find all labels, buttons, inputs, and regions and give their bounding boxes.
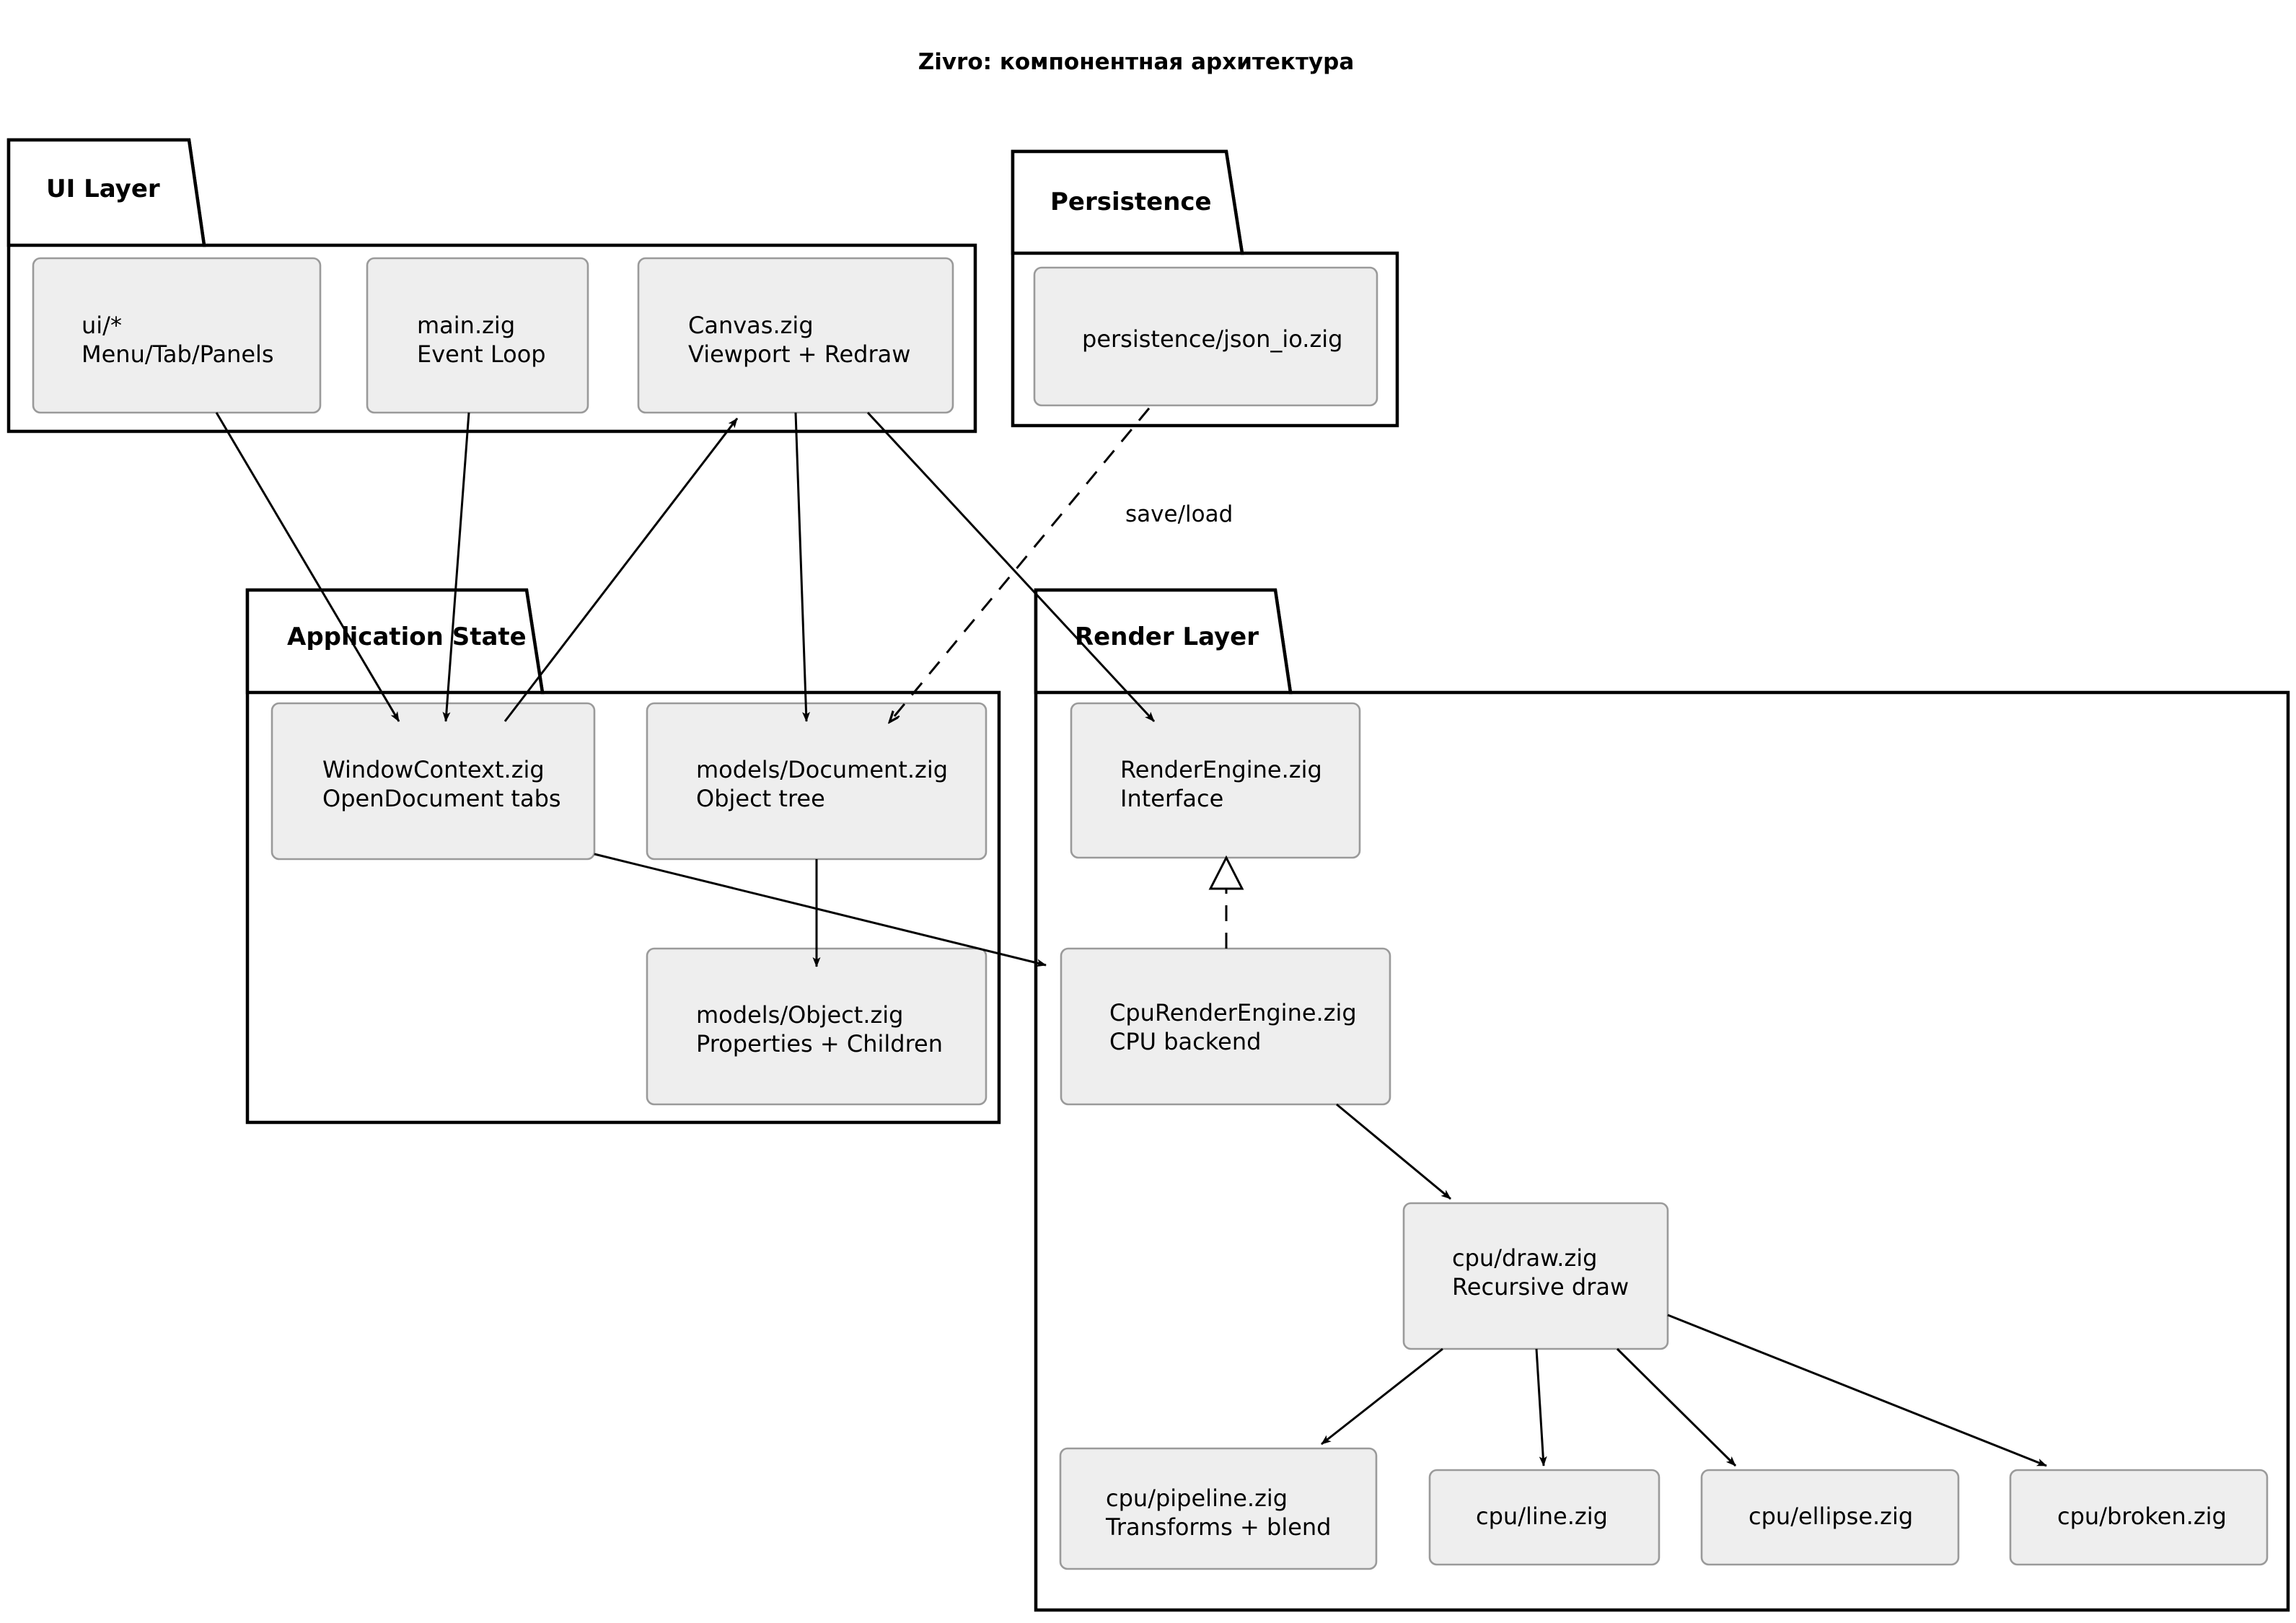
- node-cpu-ellipse-line1: cpu/ellipse.zig: [1749, 1503, 1913, 1530]
- node-canvas-zig-line2: Viewport + Redraw: [688, 340, 910, 368]
- node-render-engine-line2: Interface: [1120, 785, 1223, 812]
- node-main-zig[interactable]: main.zig Event Loop: [366, 257, 589, 414]
- node-document-line2: Object tree: [696, 785, 825, 812]
- node-cpu-ellipse[interactable]: cpu/ellipse.zig: [1700, 1469, 1960, 1566]
- package-title-render-layer: Render Layer: [1075, 623, 1259, 651]
- edge-cpu-engine-to-cpu-draw: [1336, 1103, 1451, 1200]
- node-cpu-line-line1: cpu/line.zig: [1476, 1503, 1608, 1530]
- edge-label-save-load: save/load: [1125, 501, 1233, 527]
- node-main-zig-line2: Event Loop: [417, 340, 546, 368]
- node-window-context-line2: OpenDocument tabs: [322, 785, 561, 812]
- edge-window-context-to-cpu-render-engine: [594, 853, 1047, 967]
- node-object[interactable]: models/Object.zig Properties + Children: [646, 947, 988, 1106]
- package-title-ui-layer: UI Layer: [46, 175, 160, 203]
- node-cpu-draw-line2: Recursive draw: [1452, 1273, 1629, 1301]
- node-object-line1: models/Object.zig: [696, 1001, 903, 1029]
- node-cpu-pipeline[interactable]: cpu/pipeline.zig Transforms + blend: [1059, 1447, 1378, 1570]
- node-json-io-line1: persistence/json_io.zig: [1082, 325, 1342, 353]
- node-cpu-render-engine-line2: CPU backend: [1109, 1028, 1261, 1055]
- node-document[interactable]: models/Document.zig Object tree: [646, 702, 988, 861]
- node-window-context[interactable]: WindowContext.zig OpenDocument tabs: [270, 702, 596, 861]
- edge-cpu-draw-to-cpu-broken: [1667, 1314, 2047, 1467]
- edge-cpu-draw-to-cpu-pipeline: [1321, 1347, 1443, 1446]
- edge-canvas-to-render-engine: [866, 411, 1156, 723]
- package-title-application-state: Application State: [287, 623, 527, 651]
- node-render-engine-line1: RenderEngine.zig: [1120, 756, 1322, 783]
- realization-triangle-icon: [1208, 855, 1244, 890]
- package-title-persistence: Persistence: [1050, 188, 1212, 216]
- node-cpu-draw-line1: cpu/draw.zig: [1452, 1244, 1597, 1272]
- node-ui-star[interactable]: ui/* Menu/Tab/Panels: [32, 257, 322, 414]
- node-ui-star-line1: ui/*: [82, 312, 122, 339]
- page-title: Zivro: компонентная архитектура: [918, 49, 1355, 75]
- edge-ui-star-to-window-context: [215, 412, 400, 722]
- edge-main-zig-to-window-context: [442, 412, 470, 722]
- node-object-line2: Properties + Children: [696, 1030, 943, 1057]
- edge-json-io-to-document: [890, 408, 1151, 721]
- node-render-engine[interactable]: RenderEngine.zig Interface: [1070, 702, 1361, 859]
- node-json-io[interactable]: persistence/json_io.zig: [1033, 266, 1378, 407]
- node-cpu-render-engine-line1: CpuRenderEngine.zig: [1109, 999, 1357, 1026]
- node-window-context-line1: WindowContext.zig: [322, 756, 545, 783]
- node-canvas-zig[interactable]: Canvas.zig Viewport + Redraw: [637, 257, 954, 414]
- node-main-zig-line1: main.zig: [417, 312, 515, 339]
- node-document-line1: models/Document.zig: [696, 756, 948, 783]
- node-cpu-render-engine[interactable]: CpuRenderEngine.zig CPU backend: [1060, 947, 1391, 1106]
- node-cpu-pipeline-line2: Transforms + blend: [1105, 1513, 1331, 1541]
- edge-canvas-to-document: [794, 412, 811, 722]
- edge-window-context-to-canvas: [503, 418, 739, 722]
- node-cpu-broken[interactable]: cpu/broken.zig: [2009, 1469, 2269, 1566]
- node-ui-star-line2: Menu/Tab/Panels: [82, 340, 274, 368]
- node-cpu-broken-line1: cpu/broken.zig: [2057, 1503, 2227, 1530]
- node-cpu-line[interactable]: cpu/line.zig: [1428, 1469, 1661, 1566]
- edge-cpu-draw-to-cpu-line: [1535, 1348, 1547, 1466]
- node-cpu-pipeline-line1: cpu/pipeline.zig: [1106, 1485, 1288, 1512]
- node-cpu-draw[interactable]: cpu/draw.zig Recursive draw: [1402, 1202, 1669, 1350]
- node-canvas-zig-line1: Canvas.zig: [688, 312, 814, 339]
- edge-cpu-draw-to-cpu-ellipse: [1616, 1347, 1737, 1467]
